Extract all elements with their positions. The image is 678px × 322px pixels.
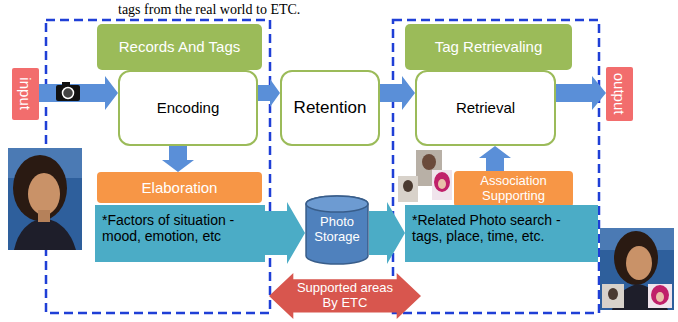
node-text: Retrieval — [456, 99, 515, 116]
process-box: Retention — [280, 70, 380, 146]
node-text: Tag Retrievaling — [435, 38, 543, 55]
camera-icon — [56, 82, 80, 101]
flow-arrow — [369, 202, 405, 264]
node-text: Encoding — [157, 99, 220, 116]
flow-arrow — [556, 76, 606, 110]
woman-photo — [8, 148, 82, 250]
stage-header: Tag Retrievaling — [405, 24, 572, 70]
node-text: Elaboration — [142, 179, 218, 196]
dashed-region — [393, 20, 599, 313]
node-text: Photo Storage — [308, 215, 366, 245]
node-text: Retention — [294, 98, 367, 118]
note-text: tags from the real world to ETC. — [118, 2, 300, 18]
info-panel: *Factors of situation -mood, emotion, et… — [95, 205, 265, 262]
node-text: *Factors of situation -mood, emotion, et… — [102, 212, 252, 244]
photo-thumbnails — [398, 150, 452, 202]
support-box: Association Supporting — [454, 171, 573, 207]
node-text: Association Supporting — [460, 174, 567, 204]
flow-arrow — [39, 76, 118, 110]
flow-arrow — [162, 146, 194, 172]
woman-photo — [600, 228, 674, 310]
node-text: Supported areas By ETC — [295, 281, 395, 311]
process-box: Retrieval — [415, 70, 556, 146]
flow-arrow — [265, 202, 305, 264]
info-panel: *Related Photo search -tags, place, time… — [405, 205, 598, 262]
input-box: input — [12, 68, 39, 120]
flow-arrow — [380, 76, 415, 110]
node-text: output — [611, 73, 628, 115]
stage-header: Records And Tags — [97, 24, 262, 70]
node-text: input — [17, 78, 34, 111]
double-arrow-band: Supported areas By ETC — [269, 273, 421, 319]
output-box: output — [606, 67, 633, 121]
storage-cylinder: Photo Storage — [305, 195, 369, 265]
node-text: Records And Tags — [119, 38, 240, 55]
flow-arrow — [479, 146, 511, 171]
process-box: Encoding — [118, 70, 258, 146]
elaboration-box: Elaboration — [97, 172, 262, 203]
node-text: *Related Photo search -tags, place, time… — [412, 212, 582, 244]
flow-arrow — [258, 79, 280, 107]
